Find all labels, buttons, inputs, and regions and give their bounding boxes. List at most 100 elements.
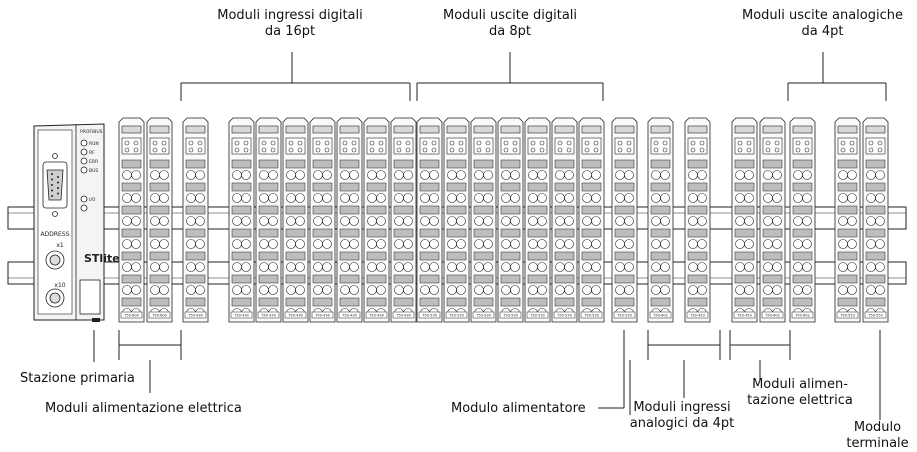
led-icon (369, 140, 375, 146)
terminal-clamp-icon (420, 285, 430, 295)
terminal-clamp-icon (501, 262, 511, 272)
led-window (837, 137, 858, 155)
led-window (792, 137, 813, 155)
terminal-marker (837, 297, 858, 307)
io-module: 750-530 (551, 117, 578, 323)
terminal-marker (393, 159, 414, 169)
label-power-module: Modulo alimentatore (451, 401, 586, 416)
terminal-clamp-icon (394, 170, 404, 180)
terminal-marker (734, 251, 755, 261)
terminal-clamp-icon (510, 239, 520, 249)
part-number: 750-430 (188, 314, 203, 318)
terminal-clamp-icon (838, 193, 848, 203)
terminal-clamp-icon (376, 239, 386, 249)
terminal-clamp-icon (688, 239, 698, 249)
terminal-clamp-icon (537, 262, 547, 272)
terminal-marker (554, 297, 575, 307)
terminal-clamp-icon (615, 262, 625, 272)
terminal-clamp-icon (875, 193, 885, 203)
led-icon (653, 147, 659, 153)
terminal-clamp-icon (772, 262, 782, 272)
terminal-clamp-icon (838, 262, 848, 272)
led-icon (485, 147, 491, 153)
terminal-clamp-icon (772, 193, 782, 203)
led-icon (699, 147, 705, 153)
part-number: 750-602 (795, 314, 810, 318)
terminal-clamp-icon (660, 285, 670, 295)
terminal-marker (121, 274, 142, 284)
terminal-clamp-icon (322, 285, 332, 295)
module-top-tab (149, 125, 170, 134)
terminal-clamp-icon (474, 170, 484, 180)
terminal-marker (473, 228, 494, 238)
terminal-clamp-icon (295, 216, 305, 226)
terminal-marker (419, 228, 440, 238)
terminal-clamp-icon (268, 216, 278, 226)
terminal-clamp-icon (875, 285, 885, 295)
part-label-plate (649, 311, 672, 319)
part-number: 750-530 (557, 314, 572, 318)
module-top-tab (473, 125, 494, 134)
led-icon (662, 140, 668, 146)
led-icon (315, 140, 321, 146)
led-window (366, 137, 387, 155)
terminal-marker (614, 205, 635, 215)
terminal-clamp-icon (313, 216, 323, 226)
terminal-clamp-icon (838, 239, 848, 249)
terminal-clamp-icon (697, 285, 707, 295)
terminal-clamp-icon (483, 216, 493, 226)
terminal-clamp-icon (537, 239, 547, 249)
terminal-clamp-icon (122, 216, 132, 226)
led-icon (369, 147, 375, 153)
terminal-clamp-icon (624, 285, 634, 295)
terminal-clamp-icon (582, 216, 592, 226)
screw-icon (52, 153, 58, 159)
profibus-label: PROFIBUS (80, 129, 103, 135)
terminal-marker (231, 159, 252, 169)
led-icon (133, 140, 139, 146)
terminal-clamp-icon (591, 170, 601, 180)
terminal-marker (419, 274, 440, 284)
terminal-marker (554, 228, 575, 238)
led-icon (566, 147, 572, 153)
led-icon (765, 147, 771, 153)
terminal-clamp-icon (624, 170, 634, 180)
terminal-marker (312, 159, 333, 169)
terminal-marker (762, 297, 783, 307)
terminal-clamp-icon (483, 262, 493, 272)
terminal-clamp-icon (615, 170, 625, 180)
terminal-marker (231, 251, 252, 261)
terminal-clamp-icon (286, 216, 296, 226)
terminal-marker (121, 205, 142, 215)
terminal-clamp-icon (286, 170, 296, 180)
terminal-clamp-icon (474, 193, 484, 203)
terminal-clamp-icon (186, 285, 196, 295)
terminal-clamp-icon (866, 262, 876, 272)
led-window (231, 137, 252, 155)
terminal-clamp-icon (591, 216, 601, 226)
led-icon (877, 147, 883, 153)
terminal-marker (581, 159, 602, 169)
terminal-clamp-icon (802, 216, 812, 226)
led-label: RF (89, 150, 95, 156)
io-module: 750-600 (118, 117, 145, 323)
led-icon (124, 140, 130, 146)
terminal-clamp-icon (286, 239, 296, 249)
led-window (614, 137, 635, 155)
terminal-clamp-icon (537, 216, 547, 226)
led-icon (270, 147, 276, 153)
led-icon (653, 140, 659, 146)
terminal-marker (687, 228, 708, 238)
label-power-supply-modules: Moduli alimentazione elettrica (45, 401, 242, 416)
led-icon (795, 140, 801, 146)
terminal-clamp-icon (501, 285, 511, 295)
terminal-clamp-icon (688, 216, 698, 226)
io-module: 750-430 (282, 117, 309, 323)
terminal-clamp-icon (186, 262, 196, 272)
terminal-clamp-icon (186, 193, 196, 203)
led-icon (422, 147, 428, 153)
terminal-clamp-icon (866, 193, 876, 203)
part-label-plate (686, 311, 709, 319)
terminal-marker (865, 228, 886, 238)
